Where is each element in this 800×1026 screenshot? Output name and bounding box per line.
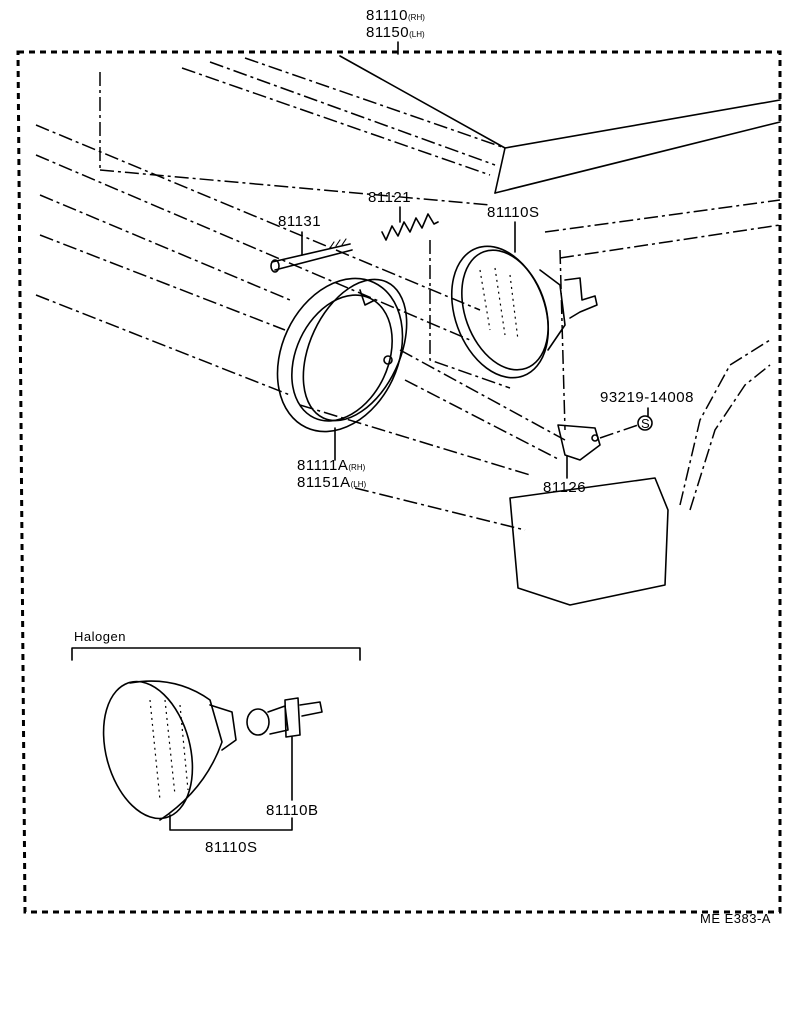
adjusting-screw bbox=[270, 231, 353, 273]
assembly-rh-suffix: (RH) bbox=[408, 13, 425, 22]
bracket-parts bbox=[557, 407, 653, 479]
halogen-bulb bbox=[246, 697, 323, 801]
assembly-lh-suffix: (LH) bbox=[409, 30, 425, 39]
adjusting-spring bbox=[381, 206, 439, 241]
sealed-beam-top-label: 81110S bbox=[487, 204, 540, 221]
halogen-bracket bbox=[71, 647, 361, 661]
ring-rh-suffix: (RH) bbox=[348, 463, 366, 472]
halogen-lamp bbox=[102, 680, 237, 821]
ring-lh-number: 81151A bbox=[297, 474, 351, 491]
bumper-end bbox=[509, 477, 669, 606]
bulb-label: 81110B bbox=[266, 802, 319, 819]
assembly-rh-label: 81110(RH) bbox=[366, 8, 425, 23]
assembly-rh-number: 81110 bbox=[366, 7, 408, 24]
body-outline bbox=[35, 55, 781, 531]
ring-lh-suffix: (LH) bbox=[350, 480, 367, 489]
halogen-sealed-beam-label: 81110S bbox=[205, 839, 258, 856]
bracket-label: 81126 bbox=[543, 479, 587, 496]
nut-label: 93219-14008 bbox=[600, 389, 694, 406]
assembly-lh-number: 81150 bbox=[366, 24, 410, 41]
spring-label: 81121 bbox=[368, 189, 412, 206]
ring-lh-label: 81151A(LH) bbox=[297, 475, 366, 490]
assembly-frame bbox=[16, 50, 782, 914]
ring-rh-label: 81111A(RH) bbox=[297, 458, 365, 473]
screw-label: 81131 bbox=[278, 213, 322, 230]
halogen-title: Halogen bbox=[74, 629, 126, 644]
assembly-lh-label: 81150(LH) bbox=[366, 25, 425, 40]
ring-rh-number: 81111A bbox=[297, 457, 349, 474]
sealed-beam-unit bbox=[450, 221, 598, 379]
mounting-ring bbox=[276, 277, 408, 461]
nut-symbol: S bbox=[641, 416, 651, 431]
halogen-leader bbox=[169, 814, 293, 831]
diagram-code: ME E383-A bbox=[700, 911, 771, 926]
